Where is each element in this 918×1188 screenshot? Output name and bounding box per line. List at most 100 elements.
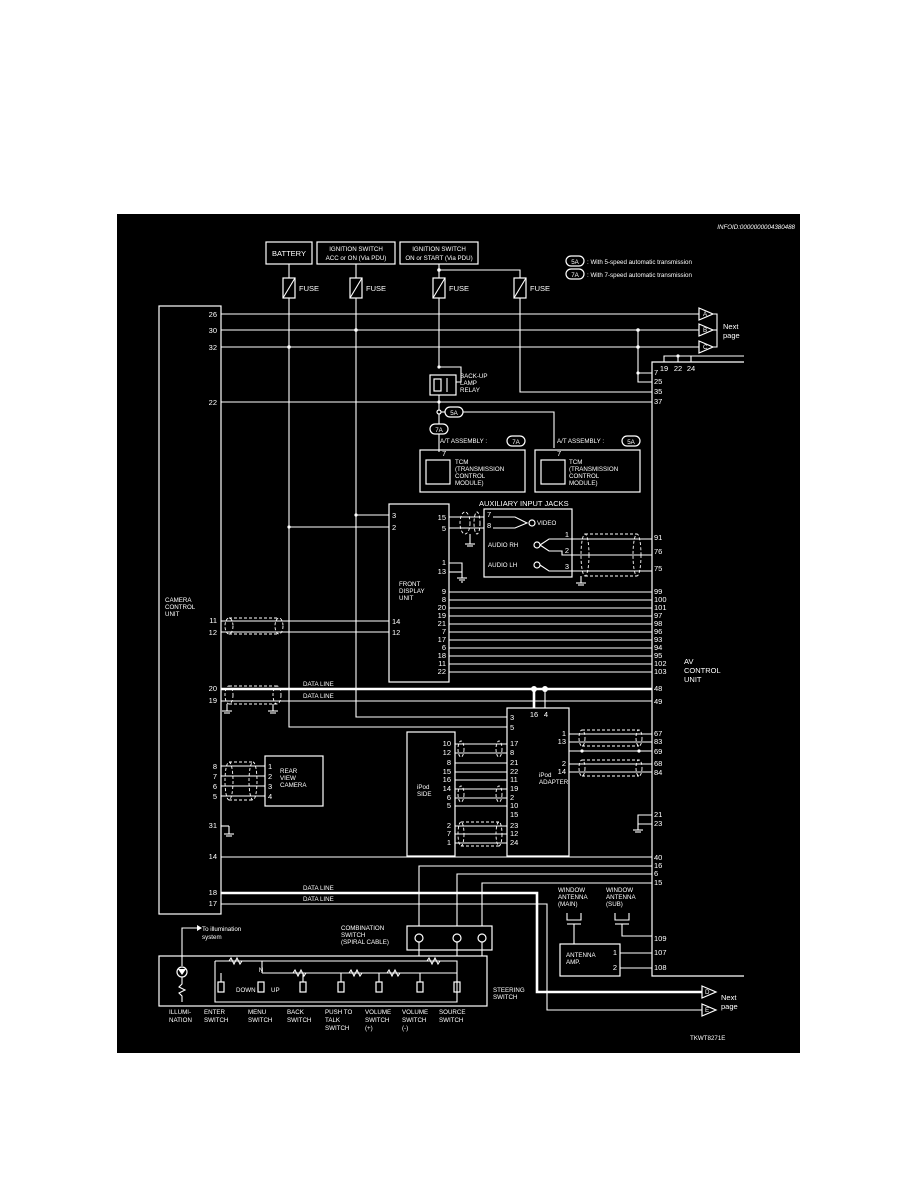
ipod-left-pin: 12 [510, 829, 518, 838]
fdu-right-pin: 13 [438, 567, 446, 576]
switch-label-menu-1: MENU [248, 1009, 266, 1016]
av-pin: 15 [654, 878, 662, 887]
ipod-left-pin: 19 [510, 784, 518, 793]
relay-label-2: LAMP [460, 380, 477, 387]
aux-pin: 1 [565, 530, 569, 539]
av-pin: 40 [654, 853, 662, 862]
ipod-adapter-l1: iPod [539, 772, 552, 779]
ipod-adapter-box [506, 707, 570, 857]
cam-pin: 18 [209, 888, 217, 897]
combination-switch-l2: SWITCH [341, 932, 365, 939]
ipod-left-pin: 11 [510, 775, 518, 784]
av-pin: 6 [654, 869, 658, 878]
fdu-right-pin: 22 [438, 667, 446, 676]
fdu-right-pin: 6 [442, 643, 446, 652]
branch-badge-7a: 7A [435, 427, 443, 434]
backup-lamp-relay: BACK-UP LAMP RELAY [429, 298, 488, 410]
ipod-left-pin: 23 [510, 821, 518, 830]
cam-pin: 22 [209, 398, 217, 407]
next-page-bottom-l1: Next [721, 993, 737, 1002]
at-assembly-5a: A/T ASSEMBLY : 5A 7 TCM (TRANSMISSION CO… [534, 435, 641, 493]
tcm-5a-l2: (TRANSMISSION [569, 466, 618, 473]
fuse-3: FUSE [432, 277, 469, 299]
antenna-amp-l2: AMP. [566, 959, 581, 966]
cam-pin: 7 [213, 772, 217, 781]
fdu-right-pin: 7 [442, 627, 446, 636]
av-pin: 107 [654, 948, 667, 957]
rear-camera-pin: 3 [268, 782, 272, 791]
combination-switch: COMBINATION SWITCH (SPIRAL CABLE) [341, 925, 493, 956]
fdu-right-pin: 9 [442, 587, 446, 596]
steering-up: UP [271, 987, 280, 994]
antenna-amp-l1: ANTENNA [566, 952, 596, 959]
ipod-left-pin: 17 [510, 739, 518, 748]
data-line-label: DATA LINE [303, 896, 334, 903]
cam-pin: 6 [213, 782, 217, 791]
fdu-right-pin: 11 [438, 659, 446, 668]
camera-control-unit-box [158, 305, 222, 915]
at-assembly-5a-label: A/T ASSEMBLY : [557, 438, 604, 445]
switch-label-ptt-2: TALK [325, 1017, 341, 1024]
switch-label-back-2: SWITCH [287, 1017, 311, 1024]
data-lines-bottom: DATA LINE DATA LINE [221, 885, 702, 1011]
aux-pin: 8 [487, 521, 491, 530]
rear-view-camera: 1 2 3 4 REAR VIEW CAMERA [221, 755, 324, 807]
ipod-left-pin: 22 [510, 767, 518, 776]
ipod-left-pin: 8 [510, 748, 514, 757]
av-pin: 69 [654, 747, 662, 756]
fdu-left-pin: 12 [392, 628, 400, 637]
antenna-sub-l1: WINDOW [606, 887, 633, 894]
switch-label-ptt-1: PUSH TO [325, 1009, 352, 1016]
av-control-wiring-diagram: INFOID:0000000004380488 5A : With 5-spee… [158, 224, 796, 1042]
av-pin: 99 [654, 587, 662, 596]
connector-d: D [705, 989, 710, 996]
tcm-7a-l2: (TRANSMISSION [455, 466, 504, 473]
steering-switch-l1: STEERING [493, 987, 525, 994]
switch-label-source-1: SOURCE [439, 1009, 465, 1016]
av-pin: 95 [654, 651, 662, 660]
switch-label-enter-1: ENTER [204, 1009, 226, 1016]
ipod-side-pin: 6 [447, 793, 451, 802]
aux-audio-rh: AUDIO RH [488, 542, 518, 549]
fdu-right-pin: 20 [438, 603, 446, 612]
av-pin: 83 [654, 737, 662, 746]
av-pin: 103 [654, 667, 667, 676]
av-pin: 68 [654, 759, 662, 768]
av-pin: 97 [654, 611, 662, 620]
av-unit-label-1: AV [684, 657, 693, 666]
cam-pin: 14 [209, 852, 217, 861]
ipod-right-pin: 13 [558, 737, 566, 746]
fuse-4: FUSE [513, 277, 550, 299]
ipod-side-pin: 2 [447, 821, 451, 830]
tcm-7a-pin: 7 [442, 449, 446, 458]
front-display-l1: FRONT [399, 581, 421, 588]
switch-label-back-1: BACK [287, 1009, 305, 1016]
av-unit-label-2: CONTROL [684, 666, 721, 675]
cam-pin: 30 [209, 326, 217, 335]
fdu-av-lines [449, 591, 652, 673]
next-page-bottom-l2: page [721, 1002, 738, 1011]
switch-label-menu-2: SWITCH [248, 1017, 272, 1024]
front-display-unit-box [388, 503, 450, 683]
wiring-diagram-frame: INFOID:0000000004380488 5A : With 5-spee… [117, 214, 800, 1053]
fuse-1: FUSE [282, 277, 319, 299]
fdu-right-pin: 18 [438, 651, 446, 660]
antenna-main-l2: ANTENNA [558, 894, 588, 901]
at-assembly-7a-label: A/T ASSEMBLY : [440, 438, 487, 445]
av-pin: 67 [654, 729, 662, 738]
ignition-start-label-1: IGNITION SWITCH [412, 246, 466, 253]
steering-switch: To illumination system STEERING SWITCH N [158, 925, 525, 1007]
tcm-5a-l1: TCM [569, 459, 582, 466]
steering-switch-box [158, 955, 488, 1007]
ipod-side-pin: 16 [443, 775, 451, 784]
fdu-left-pin: 14 [392, 617, 400, 626]
rear-camera-pin: 4 [268, 792, 272, 801]
legend-text-5a: : With 5-speed automatic transmission [587, 259, 692, 266]
aux-title: AUXILIARY INPUT JACKS [479, 499, 569, 508]
antenna-main-l1: WINDOW [558, 887, 585, 894]
auxiliary-input-jacks: AUXILIARY INPUT JACKS 7 8 VIDEO AUDIO RH… [449, 499, 652, 586]
av-pin: 48 [654, 684, 662, 693]
av-pin: 37 [654, 397, 662, 406]
cam-pin: 12 [209, 628, 217, 637]
ipod-top-pin: 4 [544, 710, 548, 719]
